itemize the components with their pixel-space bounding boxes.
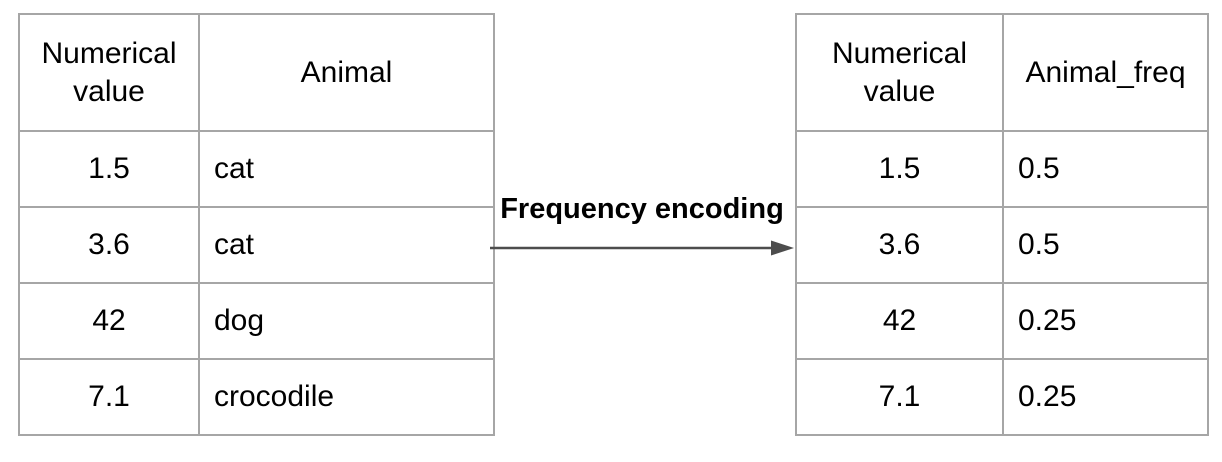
column-header-numerical-value: Numerical value: [795, 13, 1004, 132]
table-cell: 3.6: [18, 206, 200, 284]
column-header-animal: Animal: [198, 13, 495, 132]
table-row: 3.6 0.5: [795, 206, 1209, 284]
table-cell: 1.5: [18, 130, 200, 208]
table-cell: crocodile: [198, 358, 495, 436]
table-row: 1.5 cat: [18, 130, 495, 208]
arrow-right-icon: [490, 240, 794, 256]
table-cell: cat: [198, 206, 495, 284]
table-cell: dog: [198, 282, 495, 360]
table-cell: 0.5: [1002, 206, 1209, 284]
transform-label: Frequency encoding: [500, 193, 784, 225]
table-cell: 42: [18, 282, 200, 360]
table-cell: cat: [198, 130, 495, 208]
table-cell: 1.5: [795, 130, 1004, 208]
column-header-animal-freq: Animal_freq: [1002, 13, 1209, 132]
table-row: 42 0.25: [795, 282, 1209, 360]
table-row: 7.1 0.25: [795, 358, 1209, 436]
table-cell: 0.25: [1002, 282, 1209, 360]
table-cell: 42: [795, 282, 1004, 360]
table-row: 42 dog: [18, 282, 495, 360]
column-header-numerical-value: Numerical value: [18, 13, 200, 132]
table-cell: 0.5: [1002, 130, 1209, 208]
table-cell: 7.1: [795, 358, 1004, 436]
input-table: Numerical value Animal 1.5 cat 3.6 cat 4…: [18, 13, 495, 436]
table-header-row: Numerical value Animal: [18, 13, 495, 132]
table-row: 3.6 cat: [18, 206, 495, 284]
table-header-row: Numerical value Animal_freq: [795, 13, 1209, 132]
table-row: 7.1 crocodile: [18, 358, 495, 436]
table-cell: 3.6: [795, 206, 1004, 284]
output-table: Numerical value Animal_freq 1.5 0.5 3.6 …: [795, 13, 1209, 436]
table-cell: 7.1: [18, 358, 200, 436]
table-cell: 0.25: [1002, 358, 1209, 436]
table-row: 1.5 0.5: [795, 130, 1209, 208]
